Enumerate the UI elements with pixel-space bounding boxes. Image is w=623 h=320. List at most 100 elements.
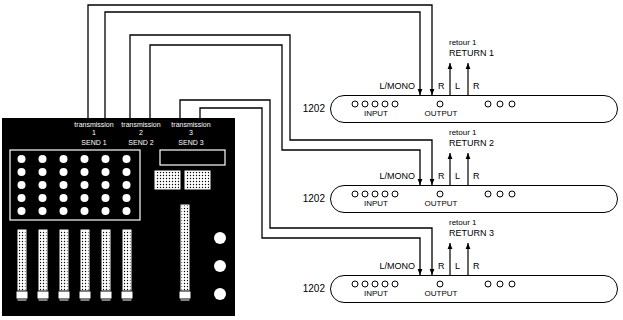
jack bbox=[485, 191, 491, 197]
input-label: L/MONO bbox=[379, 262, 415, 272]
mixer-panel: transmission 1SEND 1transmission 2SEND 2… bbox=[2, 118, 235, 316]
jack bbox=[497, 101, 503, 107]
return-label: retour 1 bbox=[449, 129, 477, 138]
input-label: R bbox=[438, 262, 445, 272]
fader-knob bbox=[100, 291, 112, 299]
return-label: retour 1 bbox=[449, 219, 477, 228]
knob-grid bbox=[10, 150, 140, 220]
send-label: SEND 1 bbox=[81, 139, 106, 147]
jack bbox=[485, 101, 491, 107]
panel-label: INPUT bbox=[364, 110, 388, 119]
button bbox=[214, 288, 226, 300]
send-heading: transmission 1 bbox=[74, 121, 113, 136]
output-label: L bbox=[455, 82, 460, 92]
return-arrow bbox=[449, 63, 450, 95]
signal-cable bbox=[180, 100, 432, 275]
jack bbox=[437, 101, 443, 107]
return-label: RETURN 2 bbox=[449, 139, 494, 149]
jack bbox=[437, 281, 443, 287]
jack bbox=[392, 191, 398, 197]
effects-unit: 1202L/MONORLRINPUTOUTPUTretour 1RETURN 2 bbox=[330, 185, 618, 213]
output-label: R bbox=[473, 262, 480, 272]
jack bbox=[352, 281, 358, 287]
fader-track bbox=[81, 230, 89, 300]
master-knob bbox=[185, 171, 210, 189]
jack bbox=[372, 101, 378, 107]
jack bbox=[362, 191, 368, 197]
unit-controls bbox=[352, 101, 515, 107]
jack bbox=[362, 281, 368, 287]
panel-label: OUTPUT bbox=[425, 290, 458, 299]
panel-label: OUTPUT bbox=[425, 110, 458, 119]
button bbox=[214, 260, 226, 272]
jack bbox=[437, 191, 443, 197]
signal-cable bbox=[105, 12, 420, 118]
jack bbox=[497, 191, 503, 197]
fader-knob bbox=[16, 291, 28, 299]
input-label: L/MONO bbox=[379, 172, 415, 182]
send-display bbox=[160, 150, 225, 165]
return-arrow bbox=[467, 243, 468, 275]
fader-track bbox=[181, 205, 189, 300]
input-label: L/MONO bbox=[379, 82, 415, 92]
fader-track bbox=[123, 230, 131, 300]
signal-cable bbox=[200, 108, 420, 275]
fader-knob bbox=[58, 291, 70, 299]
jack bbox=[352, 191, 358, 197]
faders bbox=[16, 205, 191, 300]
jack bbox=[382, 101, 388, 107]
jack bbox=[362, 101, 368, 107]
signal-cable bbox=[130, 35, 432, 185]
input-label: R bbox=[438, 172, 445, 182]
jack bbox=[352, 101, 358, 107]
jack bbox=[509, 281, 515, 287]
return-arrow bbox=[449, 243, 450, 275]
return-label: RETURN 1 bbox=[449, 49, 494, 59]
jack bbox=[372, 191, 378, 197]
send-heading: transmission 2 bbox=[121, 121, 160, 136]
return-arrow bbox=[449, 153, 450, 185]
fader-knob bbox=[37, 291, 49, 299]
jack bbox=[392, 101, 398, 107]
fader-track bbox=[39, 230, 47, 300]
effects-unit: 1202L/MONORLRINPUTOUTPUTretour 1RETURN 3 bbox=[330, 275, 618, 303]
signal-cable bbox=[150, 45, 420, 185]
return-label: RETURN 3 bbox=[449, 229, 494, 239]
jack bbox=[485, 281, 491, 287]
signal-cable bbox=[88, 5, 432, 118]
jack bbox=[497, 281, 503, 287]
mixer-body bbox=[2, 118, 235, 316]
fader-track bbox=[18, 230, 26, 300]
fader-knob bbox=[121, 291, 133, 299]
fader-track bbox=[102, 230, 110, 300]
panel-label: OUTPUT bbox=[425, 200, 458, 209]
unit-controls bbox=[352, 281, 515, 287]
output-label: L bbox=[455, 172, 460, 182]
unit-model: 1202 bbox=[303, 103, 325, 114]
input-label: R bbox=[438, 82, 445, 92]
effects-unit: 1202L/MONORLRINPUTOUTPUTretour 1RETURN 1 bbox=[330, 95, 618, 123]
output-label: R bbox=[473, 82, 480, 92]
output-label: L bbox=[455, 262, 460, 272]
jack bbox=[392, 281, 398, 287]
unit-controls bbox=[352, 191, 515, 197]
jack bbox=[509, 101, 515, 107]
fader-knob bbox=[79, 291, 91, 299]
jack bbox=[509, 191, 515, 197]
return-label: retour 1 bbox=[449, 39, 477, 48]
send-label: SEND 3 bbox=[178, 139, 203, 147]
fader-knob bbox=[179, 291, 191, 299]
fader-track bbox=[60, 230, 68, 300]
master-knob bbox=[155, 171, 180, 189]
return-arrow bbox=[467, 63, 468, 95]
panel-label: INPUT bbox=[364, 290, 388, 299]
output-label: R bbox=[473, 172, 480, 182]
return-arrow bbox=[467, 153, 468, 185]
jack bbox=[382, 191, 388, 197]
send-heading: transmission 3 bbox=[171, 121, 210, 136]
unit-model: 1202 bbox=[303, 193, 325, 204]
panel-label: INPUT bbox=[364, 200, 388, 209]
